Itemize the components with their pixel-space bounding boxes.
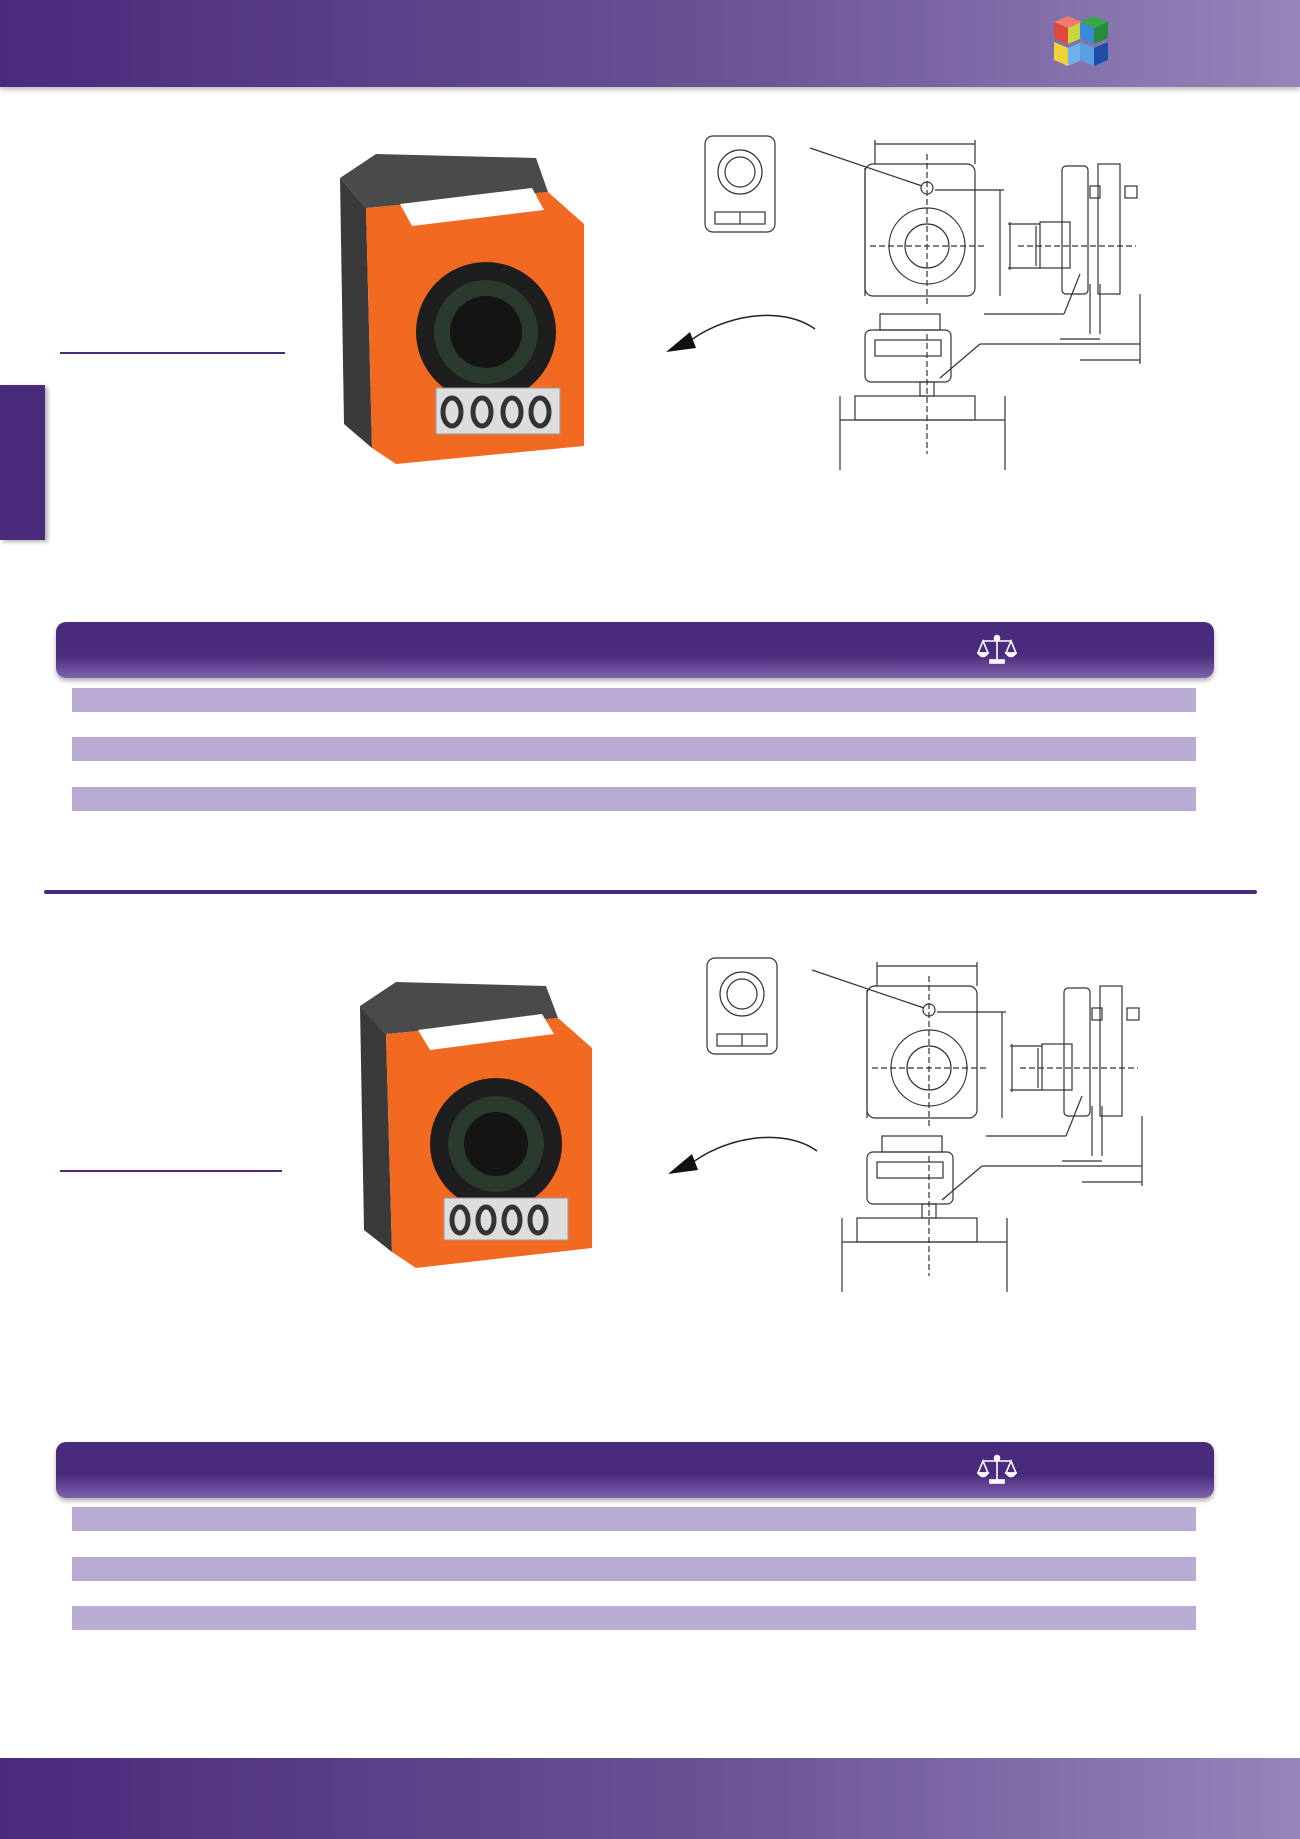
title-underline	[60, 352, 285, 354]
scale-icon	[977, 1454, 1017, 1484]
spec-row	[72, 1557, 1196, 1581]
footer-band	[0, 1758, 1300, 1839]
position-indicator-photo	[340, 154, 584, 464]
technical-drawing	[704, 135, 1141, 470]
section-divider	[44, 890, 1257, 894]
spec-table-header-bar	[56, 1442, 1214, 1498]
spec-row	[72, 1507, 1196, 1531]
scale-icon	[977, 634, 1017, 664]
spec-row	[72, 688, 1196, 712]
color-cube-logo	[1054, 16, 1108, 66]
rotation-arrow	[668, 1136, 818, 1174]
position-indicator-photo	[360, 982, 592, 1268]
section-side-tab	[0, 385, 45, 540]
technical-drawing	[706, 957, 1143, 1292]
title-underline	[60, 1170, 282, 1172]
rotation-arrow	[666, 314, 816, 352]
spec-table-header-bar	[56, 622, 1214, 678]
spec-row	[72, 1606, 1196, 1630]
spec-row	[72, 737, 1196, 761]
spec-row	[72, 787, 1196, 811]
